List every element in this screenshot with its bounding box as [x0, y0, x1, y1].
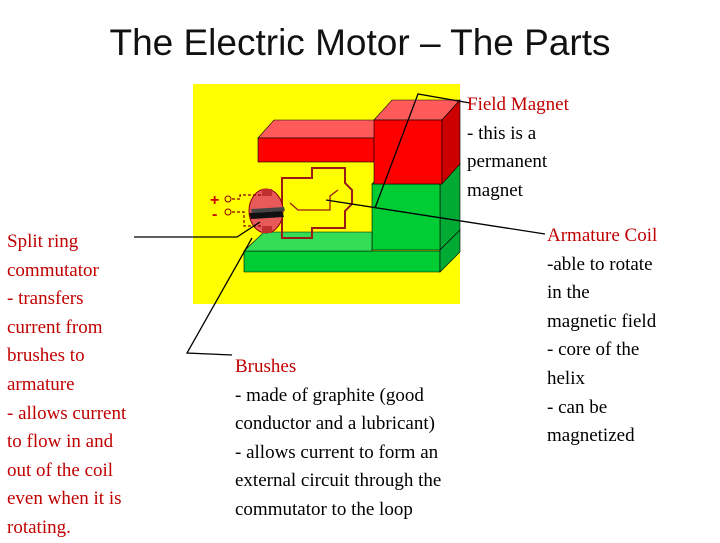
magnet-north-pole [257, 99, 461, 185]
field-magnet-label: Field Magnet - this is a permanent magne… [467, 91, 569, 205]
terminals: + - [210, 192, 232, 223]
plus-sign: + [210, 192, 219, 209]
brushes-label: Brushes - made of graphite (good conduct… [235, 353, 441, 525]
split-ring-commutator-label: Split ring commutator - transfers curren… [7, 231, 127, 538]
minus-sign: - [212, 206, 217, 223]
magnet-south-pole [243, 163, 461, 273]
armature-coil-label: Armature Coil -able to rotate in the mag… [547, 222, 657, 451]
field-magnet-body: - this is a permanent magnet [467, 122, 548, 201]
armature-coil-body: -able to rotate in the magnetic field - … [547, 253, 657, 447]
field-magnet-heading: Field Magnet [467, 94, 569, 115]
field-magnet-pointer [374, 93, 471, 209]
brushes [249, 207, 285, 219]
armature-coil-pointer [325, 199, 546, 235]
page-title: The Electric Motor – The Parts [109, 22, 611, 63]
pointer-lines [134, 93, 546, 356]
brushes-pointer [185, 237, 253, 356]
negative-terminal [224, 208, 232, 216]
brushes-body: - made of graphite (good conductor and a… [235, 384, 442, 520]
armature-coil-heading: Armature Coil [547, 225, 658, 246]
armature-coil [274, 167, 353, 239]
brushes-heading: Brushes [235, 356, 297, 377]
positive-terminal [224, 195, 232, 203]
split-ring-pointer [134, 221, 261, 238]
